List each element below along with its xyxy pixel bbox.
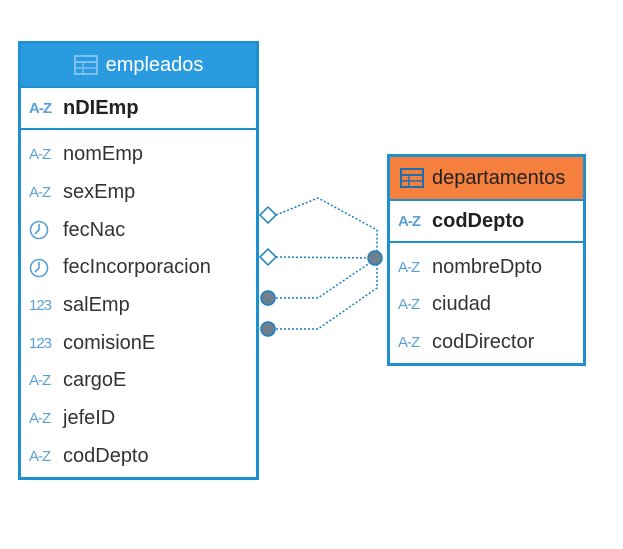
column-row[interactable]: A-Z cargoE (21, 362, 256, 400)
az-icon: A-Z (398, 333, 420, 351)
column-name: fecIncorporacion (63, 256, 211, 279)
az-icon: A-Z (398, 259, 420, 277)
column-name: ciudad (432, 293, 491, 316)
clock-icon (29, 220, 57, 240)
pk-circle-marker (367, 250, 383, 266)
az-icon: A-Z (29, 372, 51, 390)
column-name: nombreDpto (432, 256, 543, 279)
az-icon: A-Z (29, 146, 51, 164)
table-icon (73, 55, 98, 75)
column-name: nDIEmp (63, 96, 139, 119)
diamond-marker (258, 247, 278, 267)
az-icon: A-Z (398, 296, 420, 314)
column-name: codDirector (432, 330, 535, 353)
connector-line (276, 258, 378, 330)
column-name: nomEmp (63, 143, 144, 166)
column-name: salEmp (63, 294, 130, 317)
fk-circle-marker (260, 290, 276, 306)
table-header-empleados[interactable]: empleados (21, 44, 256, 88)
column-row[interactable]: fecIncorporacion (21, 249, 256, 287)
diamond-marker (258, 205, 278, 225)
table-title: empleados (105, 53, 204, 76)
az-icon: A-Z (398, 212, 421, 230)
column-name: codDepto (432, 209, 525, 232)
column-row[interactable]: A-Z jefeID (21, 400, 256, 438)
column-row[interactable]: A-Z nombreDpto (390, 249, 583, 286)
column-row[interactable]: A-Z nomEmp (21, 136, 256, 174)
column-row[interactable]: A-Z codDepto (21, 438, 256, 476)
connector-line (275, 256, 376, 259)
primary-key-column[interactable]: A-Z nDIEmp (21, 88, 256, 130)
az-icon: A-Z (29, 410, 51, 428)
column-row[interactable]: 123 salEmp (21, 287, 256, 325)
az-icon: A-Z (29, 447, 51, 465)
az-icon: A-Z (29, 184, 51, 202)
column-name: fecNac (63, 218, 126, 241)
table-title: departamentos (432, 166, 566, 189)
az-icon: A-Z (29, 99, 52, 117)
column-row[interactable]: A-Z sexEmp (21, 174, 256, 212)
column-name: cargoE (63, 369, 127, 392)
connector-line (276, 257, 378, 299)
column-name: comisionE (63, 331, 156, 354)
column-row[interactable]: 123 comisionE (21, 324, 256, 362)
fk-circle-marker (260, 321, 276, 337)
column-row[interactable]: fecNac (21, 211, 256, 249)
clock-icon (29, 258, 57, 278)
number-icon: 123 (29, 334, 52, 352)
column-name: codDepto (63, 444, 149, 467)
table-header-departamentos[interactable]: departamentos (390, 157, 583, 201)
column-name: jefeID (63, 407, 116, 430)
column-row[interactable]: A-Z ciudad (390, 286, 583, 323)
column-row[interactable]: A-Z codDirector (390, 324, 583, 361)
number-icon: 123 (29, 297, 52, 315)
primary-key-column[interactable]: A-Z codDepto (390, 201, 583, 243)
table-departamentos[interactable]: departamentos A-Z codDepto A-Z nombreDpto… (387, 154, 586, 366)
table-icon (400, 168, 424, 188)
column-name: sexEmp (63, 181, 136, 204)
connector-line (275, 197, 378, 258)
